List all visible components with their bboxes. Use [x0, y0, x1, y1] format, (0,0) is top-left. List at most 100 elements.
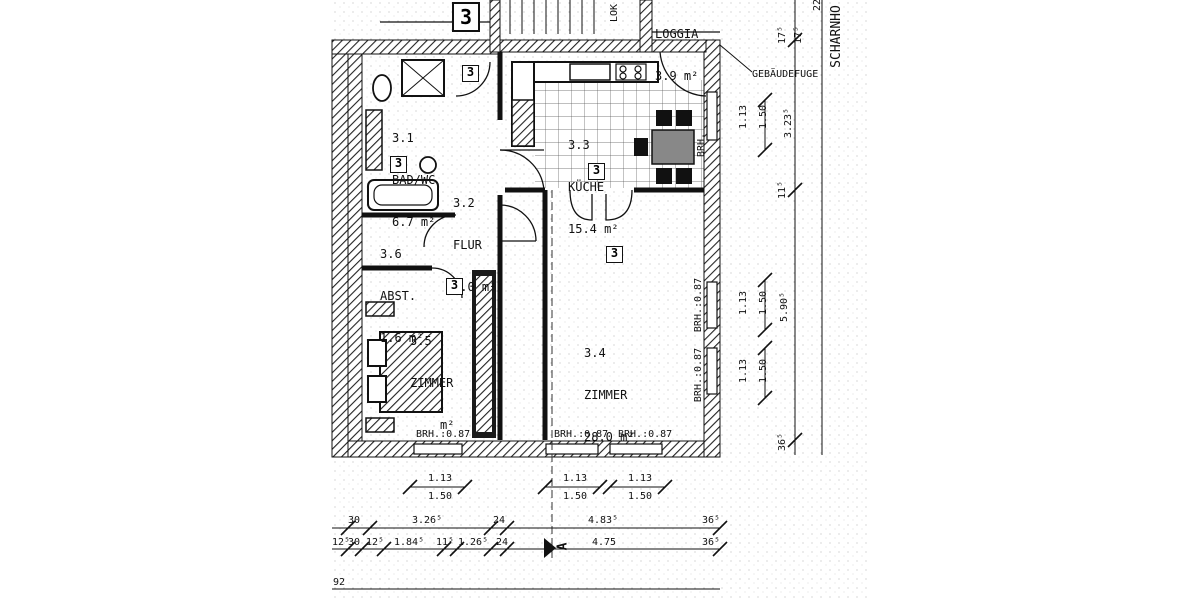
- wardrobe-inner: [476, 276, 492, 432]
- window-dim-s2-h: 1.50: [563, 491, 588, 502]
- room-area: 28.0 m²: [584, 430, 635, 444]
- expansion-joint-leader: [719, 44, 753, 73]
- bottom-dim-r2-h: 4.75: [592, 537, 617, 548]
- window-dim-s1-h: 1.50: [428, 491, 453, 502]
- bottom-dim-r1-e: 36⁵: [702, 515, 721, 526]
- bath-side-unit: [365, 109, 383, 171]
- loggia-name: LOGGIA: [655, 27, 699, 41]
- dining-table: [651, 129, 695, 165]
- stair-treads: [509, 0, 595, 34]
- room-label-kueche: 3.3 KÜCHE 15.4 m²: [568, 110, 619, 250]
- bottom-dim-r2-b: 30: [348, 537, 361, 548]
- window-dim-s2-w: 1.13: [563, 473, 588, 484]
- room-label-loggia: LOGGIA 3.9 m²: [655, 0, 698, 97]
- wall-shaft: [347, 53, 363, 442]
- room-id: 3.2: [453, 196, 475, 210]
- right-dim-3: 3.23⁵: [783, 107, 795, 139]
- right-dim-5: 5.90⁵: [779, 291, 791, 323]
- room-id: 3.4: [584, 346, 606, 360]
- room-id: 3.5: [410, 334, 432, 348]
- room-area: 15.4 m²: [568, 222, 619, 236]
- window-dim-e3-h: 1.50: [758, 358, 770, 384]
- unit-marker-bad-lower: 3: [390, 156, 407, 173]
- room-name: ZIMMER: [410, 376, 454, 390]
- unit-marker-zimmer: 3: [606, 246, 623, 263]
- shaft-label: LOK: [609, 3, 621, 23]
- stove: [615, 63, 647, 81]
- room-name: FLUR: [453, 238, 482, 252]
- window-openings: [413, 91, 718, 455]
- bed-pillow-bottom: [367, 375, 387, 403]
- bottom-dimension-lines: [332, 486, 720, 590]
- bottom-dim-r1-a: 30: [348, 515, 361, 526]
- window-dim-e2-h: 1.50: [758, 290, 770, 316]
- bottom-dim-total: 92: [333, 577, 346, 588]
- nightstand-bottom: [365, 417, 395, 433]
- right-dim-2: 17⁵: [793, 25, 805, 45]
- room-id: 3.6: [380, 247, 402, 261]
- unit-marker-bad: 3: [462, 65, 479, 82]
- window-dim-e1-h: 1.50: [758, 104, 770, 130]
- right-dim-6: 36⁵: [777, 432, 789, 452]
- kitchen-cabinet: [511, 99, 535, 147]
- bottom-dim-r2-a: 12⁵: [332, 537, 351, 548]
- bottom-dim-r2-e: 11⁵: [436, 537, 455, 548]
- bottom-dim-r1-d: 4.83⁵: [588, 515, 619, 526]
- bed-pillow-top: [367, 339, 387, 367]
- door-swings: [423, 51, 707, 299]
- room-id: 3.3: [568, 138, 590, 152]
- room-label-bad-wc: 3.1 BAD/WC 6.7 m²: [392, 103, 435, 243]
- unit-marker-flur: 3: [446, 278, 463, 295]
- window-dim-e2-w: 1.13: [738, 290, 750, 316]
- bottom-dim-r2-g: 24: [496, 537, 509, 548]
- street-name-label: SCHARNHO: [828, 5, 844, 68]
- bottom-dim-r2-d: 1.84⁵: [394, 537, 425, 548]
- room-name: BAD/WC: [392, 173, 436, 187]
- sink: [569, 63, 611, 81]
- wall-loggia-side: [639, 0, 653, 53]
- room-area: 1.6 m²: [380, 331, 424, 345]
- right-dim-4: 11⁵: [777, 180, 789, 200]
- interior-walls: [362, 52, 704, 440]
- washbasin: [419, 156, 437, 174]
- room-name: ABST.: [380, 289, 417, 303]
- sill-label-kitchen: BRH.: [696, 132, 708, 158]
- bathtub: [367, 179, 439, 211]
- plan-number-badge: 3: [452, 2, 480, 32]
- window-dim-s3-h: 1.50: [628, 491, 653, 502]
- section-mark-label: A: [555, 542, 571, 551]
- window-dim-s3-w: 1.13: [628, 473, 653, 484]
- expansion-joint-label: GEBÄUDEFUGE: [752, 69, 819, 80]
- dining-chairs: [634, 110, 692, 184]
- bottom-dim-r2-i: 36⁵: [702, 537, 721, 548]
- room-name: ZIMMER: [584, 388, 628, 402]
- right-dimension-ticks: [757, 32, 803, 448]
- room-label-zimmer-large: 3.4 ZIMMER 28.0 m²: [584, 318, 635, 458]
- sill-label-south-2: BRH.:0.87: [618, 429, 673, 440]
- sill-label-south-1: BRH.:0.87: [554, 429, 609, 440]
- nightstand-top: [365, 301, 395, 317]
- right-dim-1: 17⁵: [777, 25, 789, 45]
- bottom-dim-r2-f: 1.26⁵: [458, 537, 489, 548]
- room-label-zimmer-small: 3.5 ZIMMER m²: [410, 306, 454, 446]
- bottom-dim-r2-c: 12⁵: [366, 537, 385, 548]
- room-label-abstellraum: 3.6 ABST. 1.6 m²: [380, 219, 423, 359]
- loggia-area: 3.9 m²: [655, 69, 699, 83]
- right-dim-7: 22: [812, 0, 824, 12]
- window-dim-e3-w: 1.13: [738, 358, 750, 384]
- bed: [379, 331, 443, 413]
- sill-label-east-2: BRH.:0.87: [693, 347, 705, 403]
- wall-west-left: [331, 39, 349, 458]
- bottom-dim-r1-b: 3.26⁵: [412, 515, 443, 526]
- section-arrow: [544, 538, 556, 558]
- room-name: KÜCHE: [568, 180, 605, 194]
- window-dim-e1-w: 1.13: [738, 104, 750, 130]
- bottom-dim-r1-c: 24: [493, 515, 506, 526]
- sill-label-east-1: BRH.:0.87: [693, 277, 705, 333]
- unit-marker-kueche: 3: [588, 163, 605, 180]
- toilet: [372, 74, 392, 102]
- bottom-dimension-ticks: [340, 479, 728, 557]
- wall-north-left: [331, 39, 499, 55]
- room-area: 6.7 m²: [392, 215, 436, 229]
